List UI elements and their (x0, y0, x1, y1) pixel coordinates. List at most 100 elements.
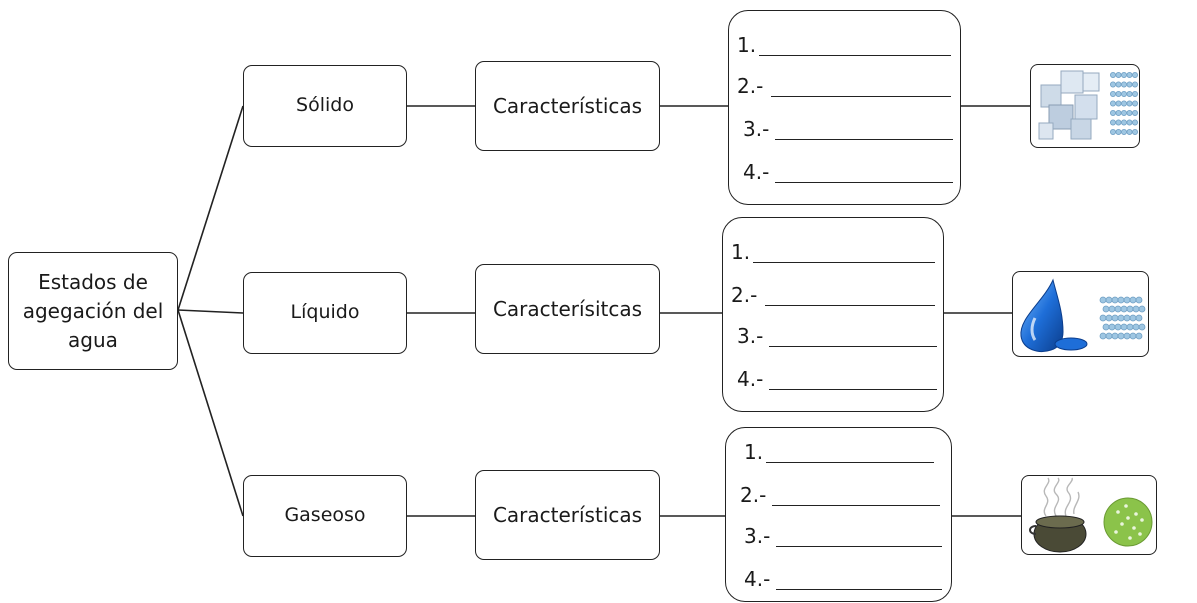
ice-cubes-molecules-icon (1030, 64, 1140, 148)
answer-blank[interactable] (759, 55, 951, 56)
molecule-dot (1134, 512, 1138, 516)
connector-root-liquid (177, 309, 244, 314)
answer-blank[interactable] (775, 139, 953, 140)
answer-blank[interactable] (769, 346, 937, 347)
molecule-dot (1114, 305, 1122, 313)
molecule-dot (1126, 305, 1134, 313)
molecule-dot (1121, 81, 1128, 88)
molecule-dot (1110, 110, 1117, 117)
molecule-dot (1129, 332, 1137, 340)
molecule-dot (1121, 72, 1128, 78)
molecule-dot (1123, 332, 1131, 340)
answer-blank[interactable] (771, 96, 951, 97)
molecule-dot (1126, 516, 1130, 520)
list-item-number: 2.- (740, 483, 767, 507)
answer-blank[interactable] (772, 505, 940, 506)
molecule-dot (1110, 129, 1117, 136)
connector-root-gas (177, 309, 244, 517)
molecule-dot (1114, 323, 1122, 331)
answer-blank[interactable] (775, 182, 953, 183)
molecule-dot (1135, 314, 1143, 322)
molecule-dot (1099, 332, 1107, 340)
molecule-dot (1140, 518, 1144, 522)
root-label-line3: agua (68, 327, 118, 352)
characteristics-node-liquid: Caracterísitcas (475, 264, 660, 354)
molecule-dot (1128, 536, 1132, 540)
molecule-dot (1132, 81, 1139, 88)
molecule-dot (1132, 323, 1140, 331)
molecule-dot (1132, 72, 1139, 78)
molecule-dot (1105, 314, 1113, 322)
molecule-dot (1129, 296, 1137, 304)
molecule-dot (1121, 90, 1128, 97)
list-item-number: 2.- (737, 74, 764, 98)
molecule-dot (1105, 296, 1113, 304)
characteristics-label: Características (492, 502, 643, 527)
state-node-gas: Gaseoso (243, 475, 407, 557)
list-item-number: 1. (744, 440, 764, 464)
answer-blank[interactable] (766, 462, 934, 463)
molecule-dot (1115, 90, 1122, 97)
molecule-dot (1121, 100, 1128, 107)
molecule-dot (1126, 323, 1134, 331)
state-node-liquid: Líquido (243, 272, 407, 354)
state-label: Sólido (296, 94, 354, 117)
molecule-dot (1102, 305, 1110, 313)
answer-blank[interactable] (765, 305, 935, 306)
molecule-dot (1099, 314, 1107, 322)
characteristics-node-solid: Características (475, 61, 660, 151)
molecule-dot (1132, 305, 1140, 313)
state-label: Líquido (290, 301, 360, 324)
root-label-line2: agegación del (22, 298, 164, 323)
answer-blank[interactable] (769, 389, 937, 390)
molecule-dot (1120, 323, 1128, 331)
molecule-dot (1099, 296, 1107, 304)
molecule-dot (1110, 119, 1117, 126)
answer-blank[interactable] (753, 262, 935, 263)
molecule-dot (1132, 110, 1139, 117)
molecule-dot (1135, 332, 1143, 340)
molecule-dot (1110, 100, 1117, 107)
molecule-dot (1120, 522, 1124, 526)
answer-blank[interactable] (776, 589, 942, 590)
answer-blank[interactable] (776, 546, 942, 547)
molecule-dot (1123, 314, 1131, 322)
list-item-number: 3.- (743, 117, 770, 141)
characteristics-list-solid: 1. 2.- 3.- 4.- (728, 10, 961, 205)
molecule-dot (1108, 323, 1116, 331)
molecule-dot (1132, 129, 1139, 136)
connector-root-solid (177, 105, 244, 311)
molecule-dot (1126, 129, 1133, 136)
list-item-number: 4.- (743, 160, 770, 184)
molecule-dot (1115, 81, 1122, 88)
characteristics-list-liquid: 1. 2.- 3.- 4.- (722, 217, 944, 412)
molecule-dot (1126, 81, 1133, 88)
molecule-dot (1135, 296, 1143, 304)
root-label-line1: Estados de (38, 269, 148, 294)
molecule-dot (1114, 530, 1118, 534)
molecule-dot (1132, 119, 1139, 126)
molecule-dot (1132, 526, 1136, 530)
molecule-dot (1110, 81, 1117, 88)
list-item-number: 3.- (744, 524, 771, 548)
molecule-dot (1108, 305, 1116, 313)
characteristics-label: Características (492, 93, 643, 118)
molecule-dot (1115, 129, 1122, 136)
molecule-dot (1117, 296, 1125, 304)
molecule-dot (1126, 100, 1133, 107)
molecule-dot (1111, 296, 1119, 304)
molecule-dot (1132, 100, 1139, 107)
molecule-dot (1126, 110, 1133, 117)
characteristics-label: Caracterísitcas (492, 296, 643, 321)
steaming-pot-gas-molecules-icon (1021, 475, 1157, 555)
molecule-dot (1110, 90, 1117, 97)
molecule-dot (1132, 90, 1139, 97)
molecule-dot (1124, 504, 1128, 508)
state-node-solid: Sólido (243, 65, 407, 147)
state-label: Gaseoso (284, 504, 366, 527)
molecule-dot (1105, 332, 1113, 340)
list-item-number: 2.- (731, 283, 758, 307)
molecule-dot (1117, 332, 1125, 340)
characteristics-list-gas: 1. 2.- 3.- 4.- (725, 427, 952, 602)
